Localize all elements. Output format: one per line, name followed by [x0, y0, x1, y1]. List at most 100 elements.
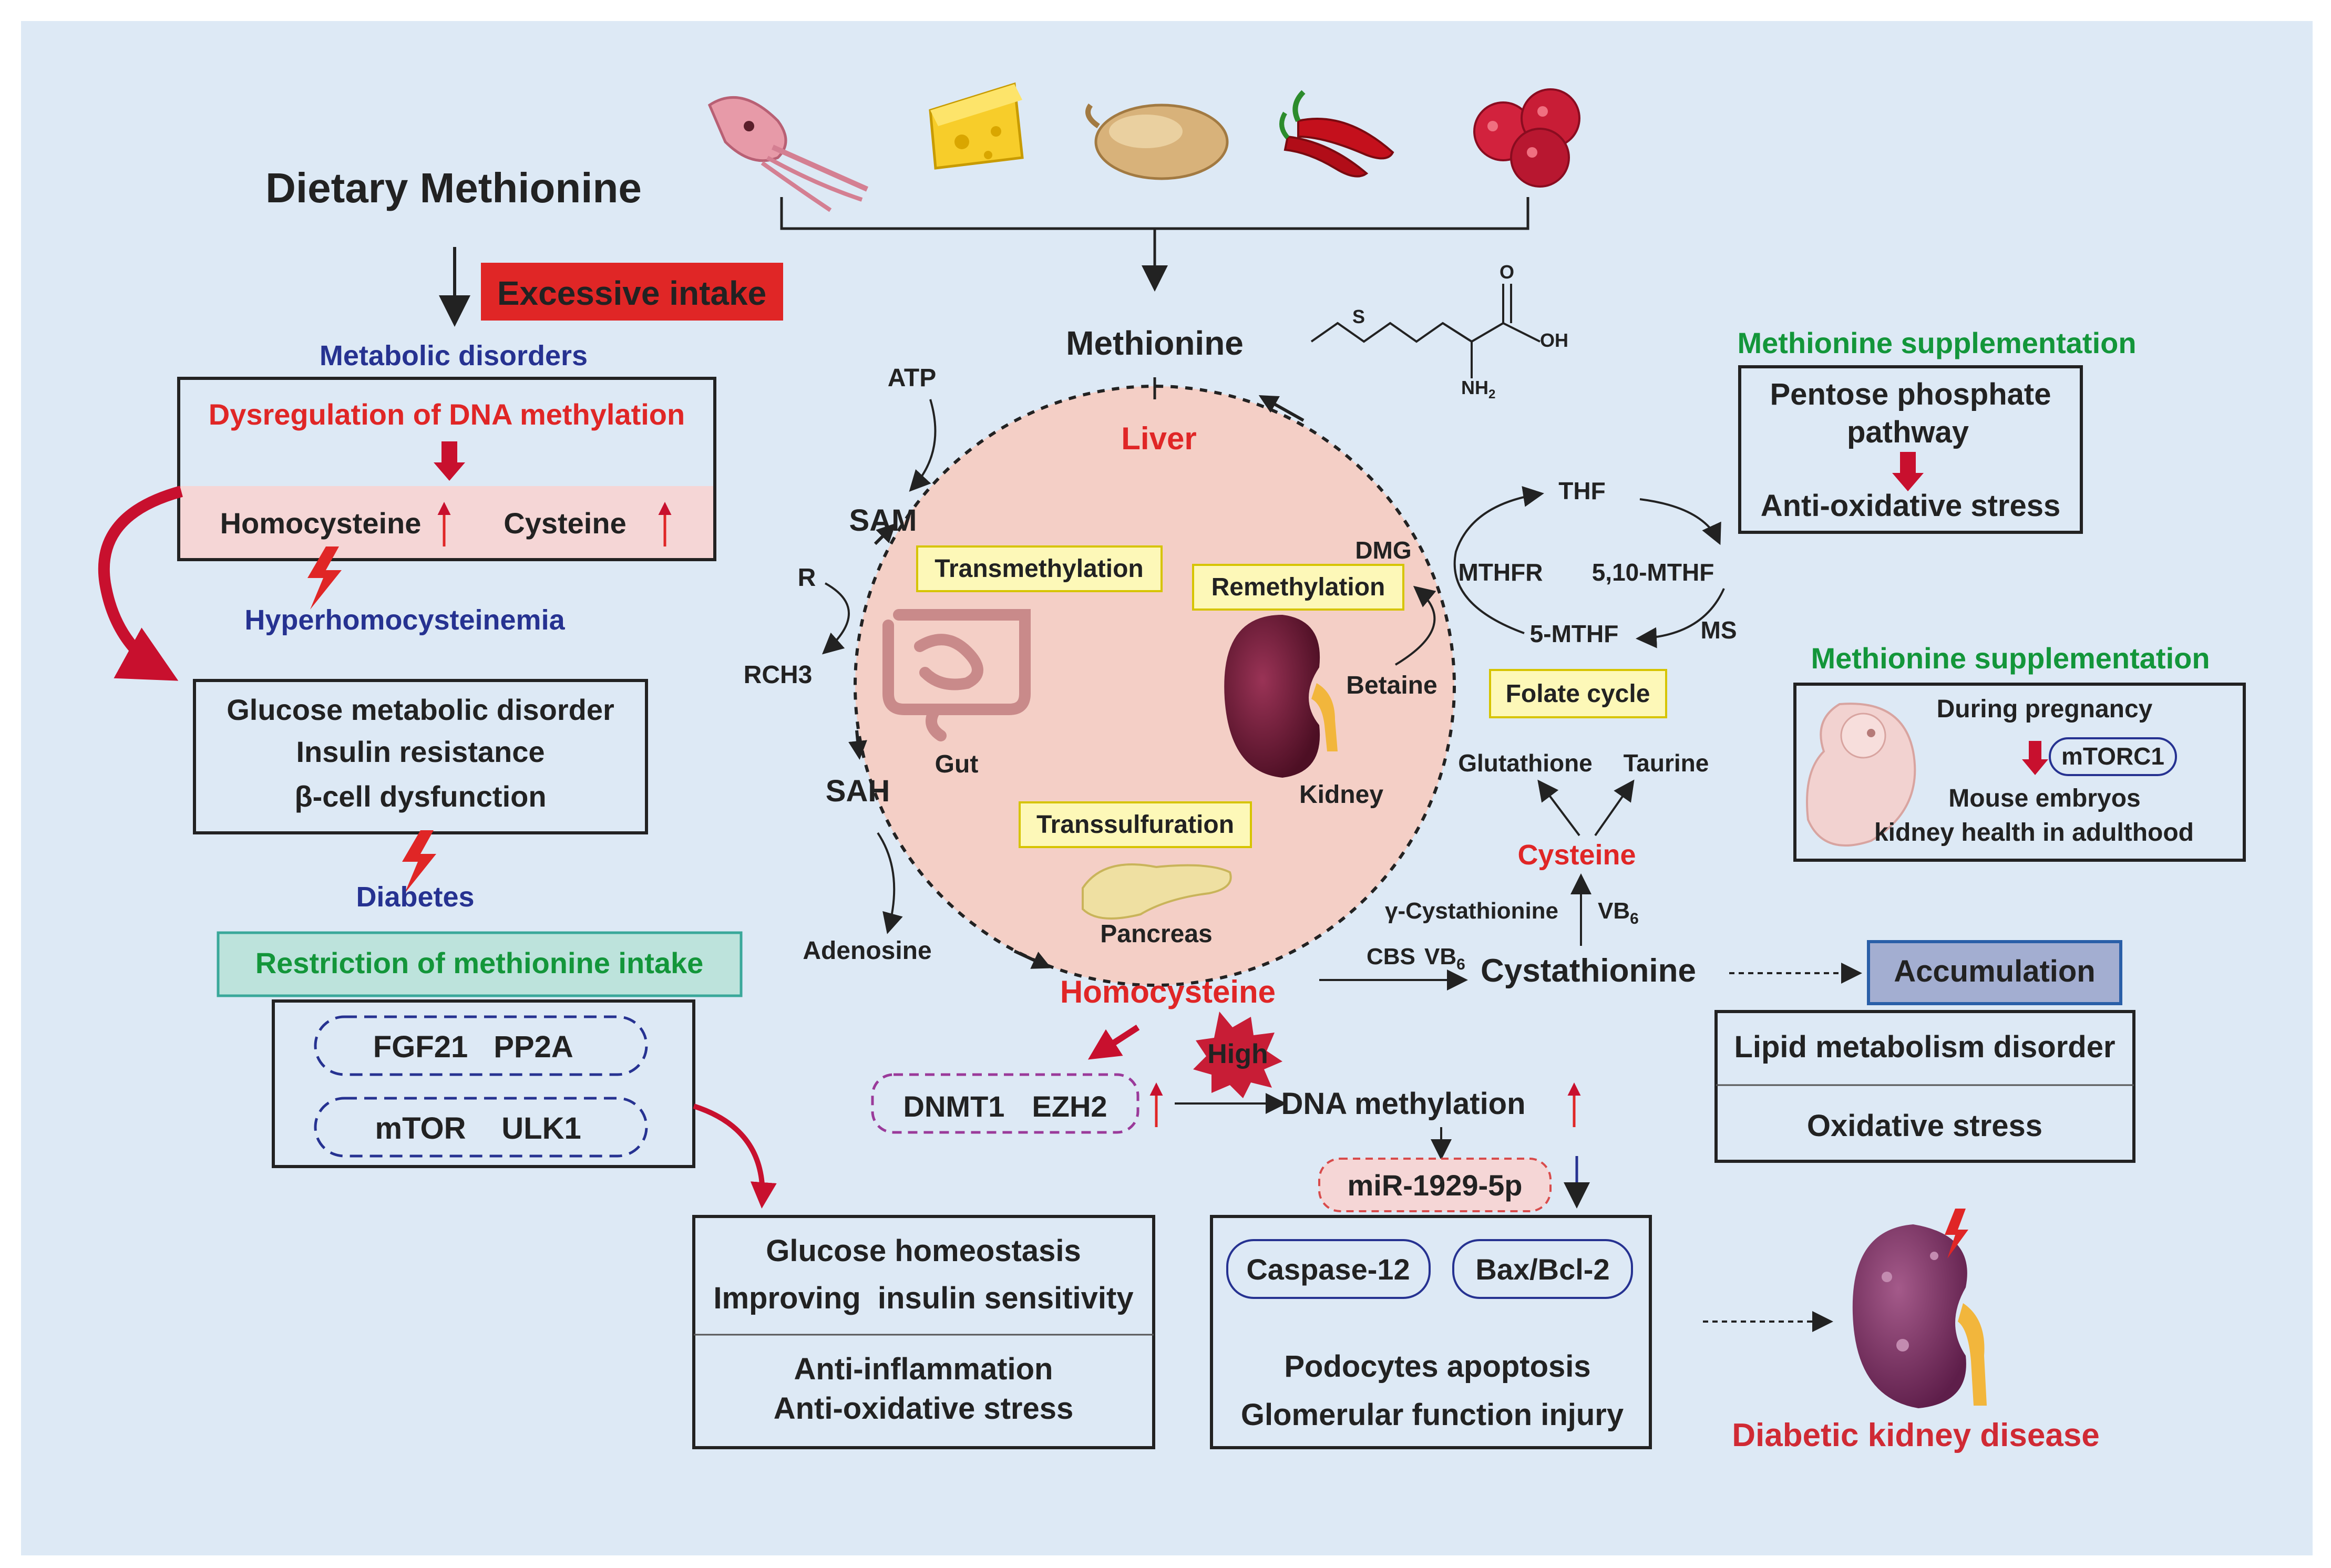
- transsulfuration-box: [1019, 801, 1252, 848]
- glomerular-label: Glomerular function injury: [1241, 1398, 1624, 1432]
- signaling-box: [272, 999, 695, 1168]
- lipid-box: [1714, 1010, 2135, 1163]
- structure-s: S: [1352, 306, 1365, 327]
- vb-lower-sub: 6: [1456, 956, 1465, 973]
- structure-nh-sub: 2: [1488, 387, 1495, 401]
- glucose-box-line2: Insulin resistance: [296, 735, 545, 768]
- benefits-box: [692, 1215, 1155, 1449]
- mthf5-label: 5-MTHF: [1530, 620, 1619, 647]
- remethylation-box: [1192, 564, 1404, 611]
- cysteine-to-glutathione: [1537, 779, 1580, 837]
- oxidative-stress-label: Oxidative stress: [1807, 1109, 2042, 1143]
- thf-label: THF: [1558, 477, 1605, 504]
- supplementation-title-2: Methionine supplementation: [1811, 642, 2210, 675]
- glucose-box-line3: β-cell dysfunction: [294, 780, 546, 813]
- dna-methylation-label: DNA methylation: [1281, 1087, 1525, 1121]
- betaine-arrow: [1394, 585, 1436, 666]
- dysregulation-label: Dysregulation of DNA methylation: [209, 398, 685, 431]
- pancreas-label: Pancreas: [1100, 920, 1213, 948]
- taurine-label: Taurine: [1624, 749, 1709, 777]
- rch3-label: RCH3: [744, 661, 813, 689]
- mtorc1-label: mTORC1: [2061, 742, 2164, 770]
- dkd-label: Diabetic kidney disease: [1732, 1417, 2100, 1453]
- transmethylation-box: [916, 545, 1163, 592]
- cbs-label: CBS: [1367, 944, 1415, 969]
- raspberry-icon: [1473, 88, 1580, 188]
- ms-label: MS: [1701, 616, 1737, 644]
- atp-arrow: [909, 399, 937, 492]
- mtorc1-pill: [2049, 737, 2177, 776]
- benefit-anti-oxidative: Anti-oxidative stress: [774, 1391, 1074, 1426]
- benefit-anti-inflammation: Anti-inflammation: [794, 1352, 1053, 1386]
- intestine-icon: [882, 609, 1031, 741]
- pregnancy-label: During pregnancy: [1937, 695, 2153, 723]
- homocysteine-to-dnmt-arrow: [1087, 1024, 1140, 1060]
- metabolic-disorders-label: Metabolic disorders: [320, 340, 588, 372]
- bax-pill: [1452, 1239, 1633, 1299]
- cycle-arrow-left-mid: [848, 730, 867, 760]
- folate-arrow-5-10-to-5mthf: [1636, 588, 1725, 648]
- gut-label: Gut: [935, 750, 979, 778]
- restriction-box: [217, 931, 743, 997]
- benefit-insulin-sensitivity: Improving insulin sensitivity: [713, 1281, 1133, 1315]
- diseased-kidney-icon: [1852, 1209, 1987, 1408]
- kidney-health-label: kidney health in adulthood: [1874, 819, 2194, 847]
- structure-o: O: [1500, 261, 1514, 283]
- curved-red-arrow-left: [98, 486, 183, 681]
- cheese-icon: [929, 82, 1024, 170]
- ezh2-label: EZH2: [1032, 1090, 1107, 1123]
- cycle-arrow-top: [1258, 395, 1305, 422]
- mouse-embryos-label: Mouse embryos: [1948, 785, 2140, 812]
- vb-upper: VB: [1598, 898, 1630, 924]
- adenosine-label: Adenosine: [803, 937, 931, 965]
- sam-label: SAM: [849, 503, 917, 538]
- vb6-lower-label: VB6: [1424, 944, 1465, 973]
- lightning-icon: [307, 546, 342, 610]
- red-down-arrow: [434, 441, 465, 481]
- liver-label: Liver: [1121, 421, 1196, 456]
- atp-label: ATP: [888, 364, 936, 392]
- squid-icon: [707, 96, 869, 212]
- ppp-anti-oxidative: Anti-oxidative stress: [1761, 489, 2061, 523]
- benefit-glucose-homeostasis: Glucose homeostasis: [766, 1234, 1081, 1268]
- high-label: High: [1207, 1039, 1268, 1069]
- restriction-label: Restriction of methionine intake: [255, 946, 704, 979]
- structure-nh2: NH2: [1461, 377, 1495, 401]
- ppp-box: [1738, 365, 2083, 534]
- r-arrow: [822, 582, 850, 655]
- cycle-arrow-bottom-left: [1013, 950, 1052, 969]
- fgf21-label: FGF21: [373, 1030, 468, 1064]
- pregnancy-box: [1793, 683, 2246, 862]
- mir-pill: [1318, 1158, 1552, 1212]
- mtor-label: mTOR: [375, 1111, 466, 1146]
- transmethylation-label: Transmethylation: [935, 555, 1143, 583]
- lightning-icon: [402, 830, 436, 893]
- methionine-structure-icon: [1310, 284, 1541, 378]
- kidney-icon: [1224, 615, 1338, 778]
- mir-label: miR-1929-5p: [1347, 1169, 1522, 1202]
- structure-nh: NH: [1461, 377, 1488, 398]
- homocysteine-band: [180, 486, 713, 558]
- homocysteine-center-label: Homocysteine: [1060, 974, 1276, 1009]
- ppp-down-arrow: [1892, 452, 1924, 491]
- cysteine-left-label: Cysteine: [504, 507, 626, 540]
- accumulation-label: Accumulation: [1894, 954, 2096, 988]
- vb-upper-sub: 6: [1630, 910, 1639, 927]
- excessive-intake-box: [481, 263, 783, 321]
- lipid-label: Lipid metabolism disorder: [1734, 1030, 2115, 1064]
- podocytes-label: Podocytes apoptosis: [1284, 1349, 1590, 1384]
- folate-arrow-thf-to-5-10: [1639, 498, 1721, 545]
- supplementation-title-1: Methionine supplementation: [1737, 326, 2136, 359]
- methionine-label: Methionine: [1066, 324, 1244, 362]
- mtor-ulk1-pill: [314, 1097, 648, 1158]
- cystathionine-label: Cystathionine: [1481, 953, 1696, 989]
- ppp-line2: pathway: [1847, 415, 1969, 449]
- caspase-label: Caspase-12: [1246, 1253, 1410, 1286]
- pp2a-label: PP2A: [494, 1030, 573, 1064]
- apoptosis-box: [1210, 1215, 1652, 1449]
- dietary-methionine-title: Dietary Methionine: [265, 164, 642, 211]
- hyperhomocysteinemia-label: Hyperhomocysteinemia: [244, 604, 565, 636]
- adenosine-arrow: [877, 832, 903, 934]
